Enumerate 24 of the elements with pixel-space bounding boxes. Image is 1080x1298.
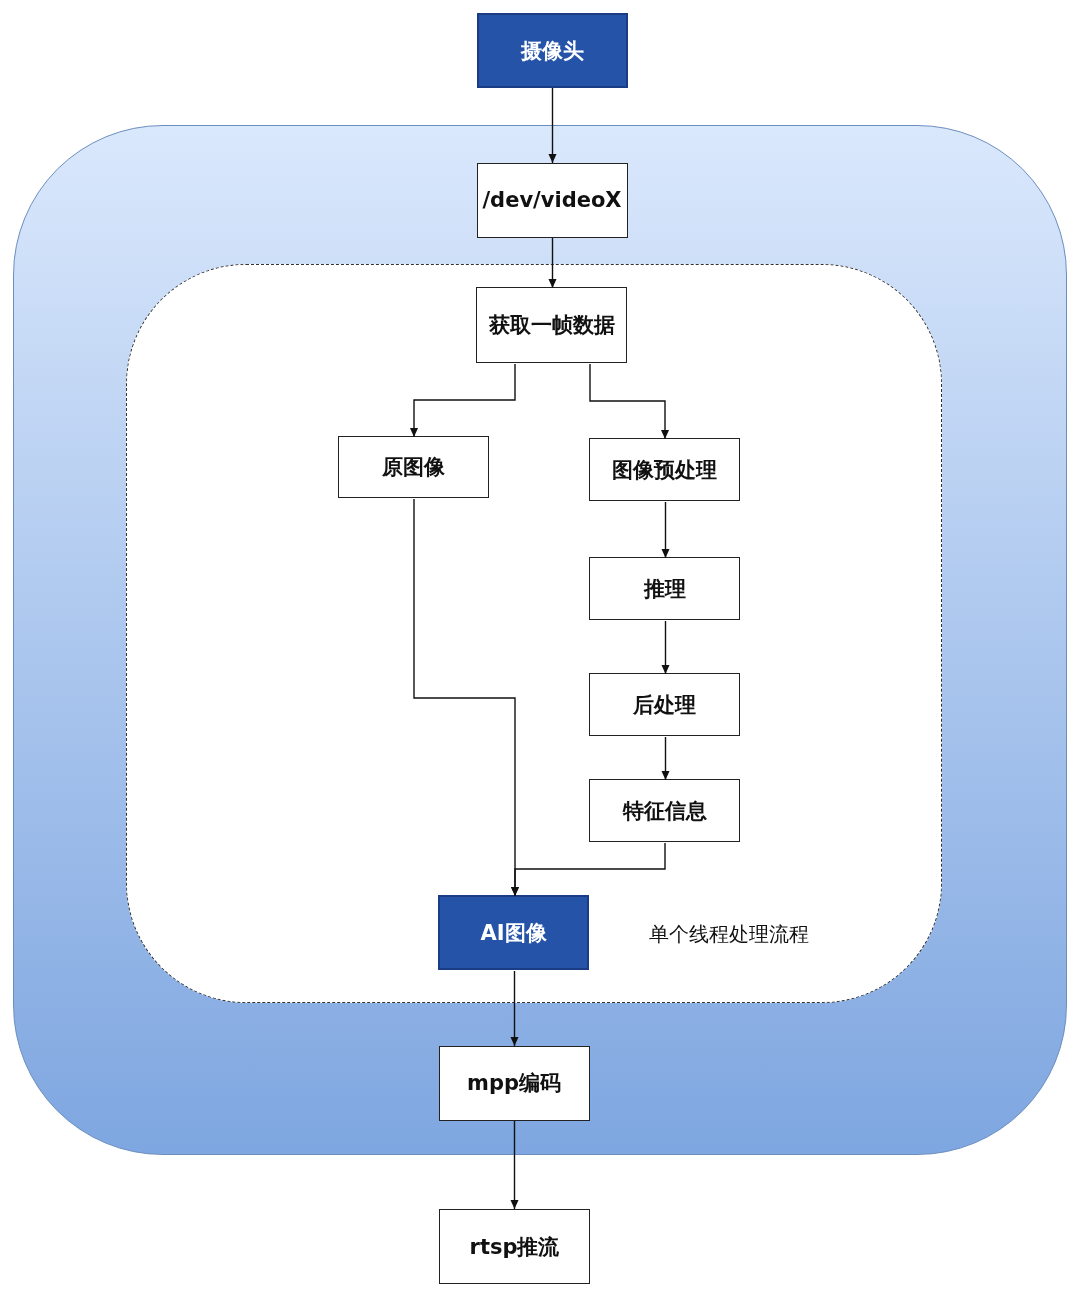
process-box: mpp编码 [438, 1045, 590, 1121]
arrow [410, 363, 516, 438]
rounded-panel [13, 125, 1067, 1155]
process-box: 图像预处理 [589, 438, 740, 501]
arrow [510, 970, 519, 1047]
arrow [661, 736, 670, 781]
arrow [661, 501, 670, 559]
process-box: AI图像 [438, 895, 589, 970]
dashed-panel [125, 263, 942, 1003]
process-box: 后处理 [589, 673, 740, 736]
process-box: 获取一帧数据 [476, 287, 627, 363]
process-box: 原图像 [338, 436, 489, 498]
arrow [589, 363, 669, 440]
arrow [510, 1120, 519, 1210]
process-box: 摄像头 [477, 13, 628, 88]
process-box: 特征信息 [589, 779, 740, 842]
process-box: rtsp推流 [439, 1209, 590, 1284]
arrow [661, 620, 670, 675]
arrow [548, 87, 557, 164]
arrow [511, 842, 666, 897]
arrow [548, 237, 557, 289]
process-box: 推理 [589, 557, 740, 620]
panel-label: 单个线程处理流程 [649, 921, 809, 948]
process-box: /dev/videoX [476, 162, 628, 238]
